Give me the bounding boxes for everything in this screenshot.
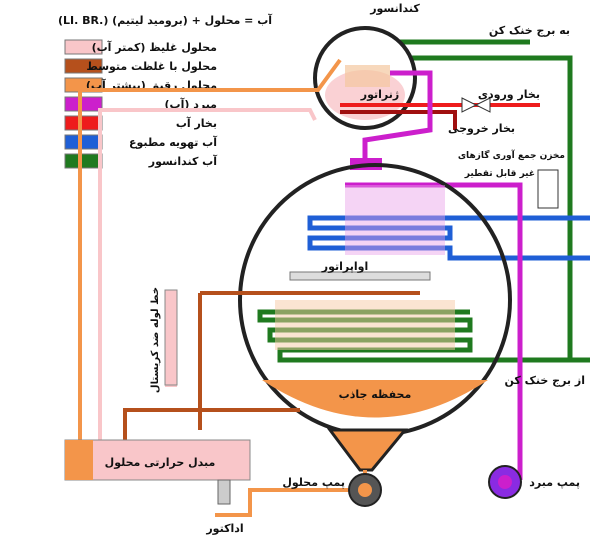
absorber-sump (262, 380, 488, 418)
refrigerant-pipes (345, 70, 523, 480)
legend-swatch (64, 115, 103, 131)
solution-spray (275, 300, 455, 350)
legend-swatch (64, 96, 103, 112)
refrigerant-pump-icon[interactable] (488, 465, 522, 499)
generator-spray (345, 65, 390, 87)
anti-crystal-label: خط لوله ضد کریستال (150, 287, 161, 393)
refrigerant-spray (345, 185, 445, 255)
legend-swatch (64, 153, 103, 169)
absorber-funnel (327, 428, 409, 472)
purge-tank (537, 169, 559, 209)
condenser-label: کندانسور (369, 2, 420, 15)
to-tower-label: به برج خنک کن (489, 24, 570, 38)
chilled-water-pipes (307, 215, 590, 261)
absorber-label: محفظه جاذب (339, 388, 412, 401)
steam-out-label: بخار خروجی (448, 122, 515, 135)
heat-exchanger-label: مبدل حرارتی محلول (105, 456, 216, 469)
legend-label: محلول با غلظت متوسط (86, 60, 217, 73)
heat-exchanger-end (65, 440, 93, 480)
legend-swatch (64, 134, 103, 150)
heat-exchanger (64, 439, 251, 481)
steam-pipes (340, 103, 540, 130)
legend-swatch (64, 39, 103, 55)
from-tower-label: از برج خنک کن (505, 374, 585, 388)
evaporator-tray (289, 271, 431, 281)
title: (LI. BR.) (برومید لیتیم) + آب = محلول (58, 13, 272, 27)
eductor-label: اداکتور (205, 522, 243, 535)
solution-pump-label: پمپ محلول (282, 476, 345, 489)
eductor (217, 479, 231, 505)
legend-label: آب کندانسور (148, 154, 217, 168)
legend: محلول غلیظ (کمتر آب) محلول با غلظت متوسط م… (64, 39, 218, 169)
legend-label: بخار آب (176, 116, 217, 130)
refrigerant-pump-label: پمپ مبرد (529, 476, 580, 489)
steam-in-label: بخار ورودی (478, 88, 540, 101)
legend-swatch (64, 58, 103, 74)
legend-label: مبرد (آب) (165, 97, 218, 111)
steam-valve-icon[interactable] (461, 97, 491, 113)
anti-crystal-line (164, 289, 178, 386)
legend-label: محلول غلیظ (کمتر آب) (92, 40, 217, 54)
solution-pump-icon[interactable] (348, 473, 382, 507)
legend-label: آب تهویه مطبوع (129, 135, 217, 149)
purge-tank-label-1: مخزن جمع آوری گازهای (458, 149, 565, 161)
purge-tank-label-2: غیر قابل تقطیر (464, 169, 535, 179)
generator-label: ژنراتور (360, 88, 399, 101)
evaporator-label: اواپراتور (321, 260, 368, 273)
